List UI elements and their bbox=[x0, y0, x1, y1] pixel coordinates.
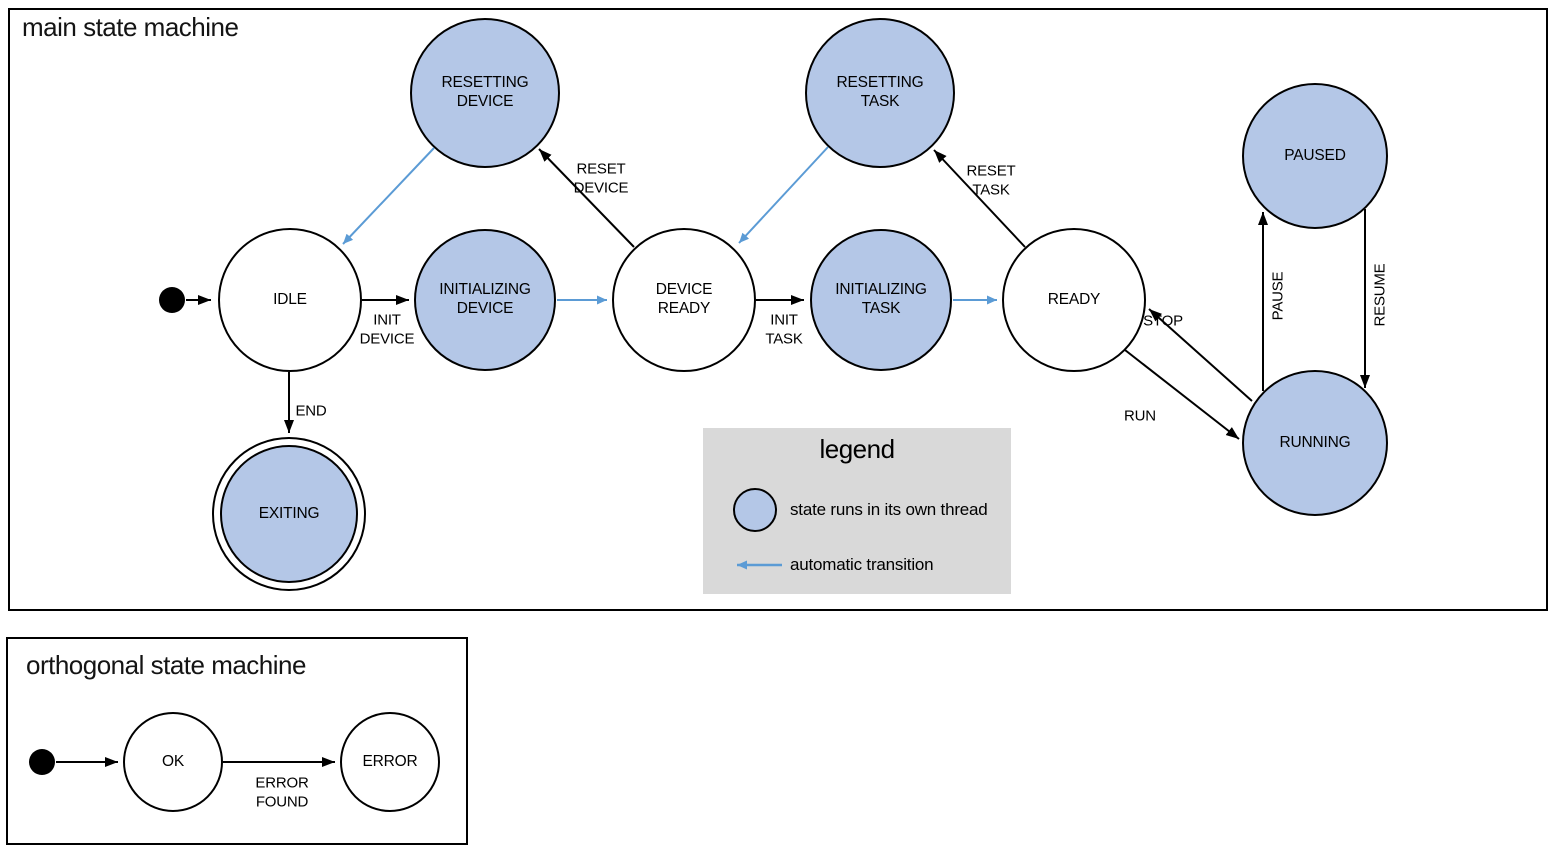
state-ready: READY bbox=[1002, 228, 1146, 372]
orthogonal-state-machine-title: orthogonal state machine bbox=[26, 650, 306, 680]
state-resetting-device: RESETTING DEVICE bbox=[410, 18, 560, 168]
legend-auto-item-label: automatic transition bbox=[790, 555, 934, 574]
label-reset-task: RESET TASK bbox=[966, 162, 1016, 198]
label-resume: RESUME bbox=[1371, 263, 1389, 327]
state-initializing-device: INITIALIZING DEVICE bbox=[414, 229, 556, 371]
label-run: RUN bbox=[1124, 407, 1156, 425]
legend-box: legend state runs in its own thread auto… bbox=[703, 428, 1011, 594]
label-init-device: INIT DEVICE bbox=[359, 311, 415, 347]
state-exiting: EXITING bbox=[220, 445, 358, 583]
state-ready-label: READY bbox=[1047, 290, 1101, 308]
label-error-found: ERROR FOUND bbox=[255, 774, 309, 810]
legend-title: legend bbox=[819, 434, 895, 464]
state-resetting-task: RESETTING TASK bbox=[805, 18, 955, 168]
legend-thread-item-label: state runs in its own thread bbox=[790, 500, 988, 519]
state-ok-label: OK bbox=[162, 752, 184, 770]
main-state-machine-frame bbox=[8, 8, 1548, 611]
label-pause: PAUSE bbox=[1269, 271, 1287, 321]
state-resetting-task-label: RESETTING TASK bbox=[836, 74, 924, 110]
label-reset-device: RESET DEVICE bbox=[573, 160, 629, 196]
state-device-ready: DEVICE READY bbox=[612, 228, 756, 372]
state-idle: IDLE bbox=[218, 228, 362, 372]
main-state-machine-title: main state machine bbox=[22, 12, 239, 42]
state-exiting-label: EXITING bbox=[258, 504, 320, 522]
state-resetting-device-label: RESETTING DEVICE bbox=[441, 74, 529, 110]
state-paused-label: PAUSED bbox=[1284, 146, 1346, 164]
state-paused: PAUSED bbox=[1242, 83, 1388, 229]
state-initializing-device-label: INITIALIZING DEVICE bbox=[439, 281, 531, 317]
state-error: ERROR bbox=[340, 712, 440, 812]
state-error-label: ERROR bbox=[362, 752, 418, 770]
state-ok: OK bbox=[123, 712, 223, 812]
label-stop: STOP bbox=[1143, 312, 1183, 330]
state-device-ready-label: DEVICE READY bbox=[655, 281, 713, 317]
label-end: END bbox=[295, 402, 327, 420]
state-exiting-outer-ring: EXITING bbox=[212, 437, 366, 591]
state-running-label: RUNNING bbox=[1279, 433, 1351, 451]
label-init-task: INIT TASK bbox=[765, 311, 803, 347]
state-idle-label: IDLE bbox=[273, 290, 307, 308]
state-running: RUNNING bbox=[1242, 370, 1388, 516]
orthogonal-state-machine-frame bbox=[6, 637, 468, 845]
state-initializing-task-label: INITIALIZING TASK bbox=[835, 281, 927, 317]
thread-state-sample-icon bbox=[733, 488, 777, 532]
state-initializing-task: INITIALIZING TASK bbox=[810, 229, 952, 371]
automatic-transition-arrow-sample bbox=[737, 560, 782, 570]
